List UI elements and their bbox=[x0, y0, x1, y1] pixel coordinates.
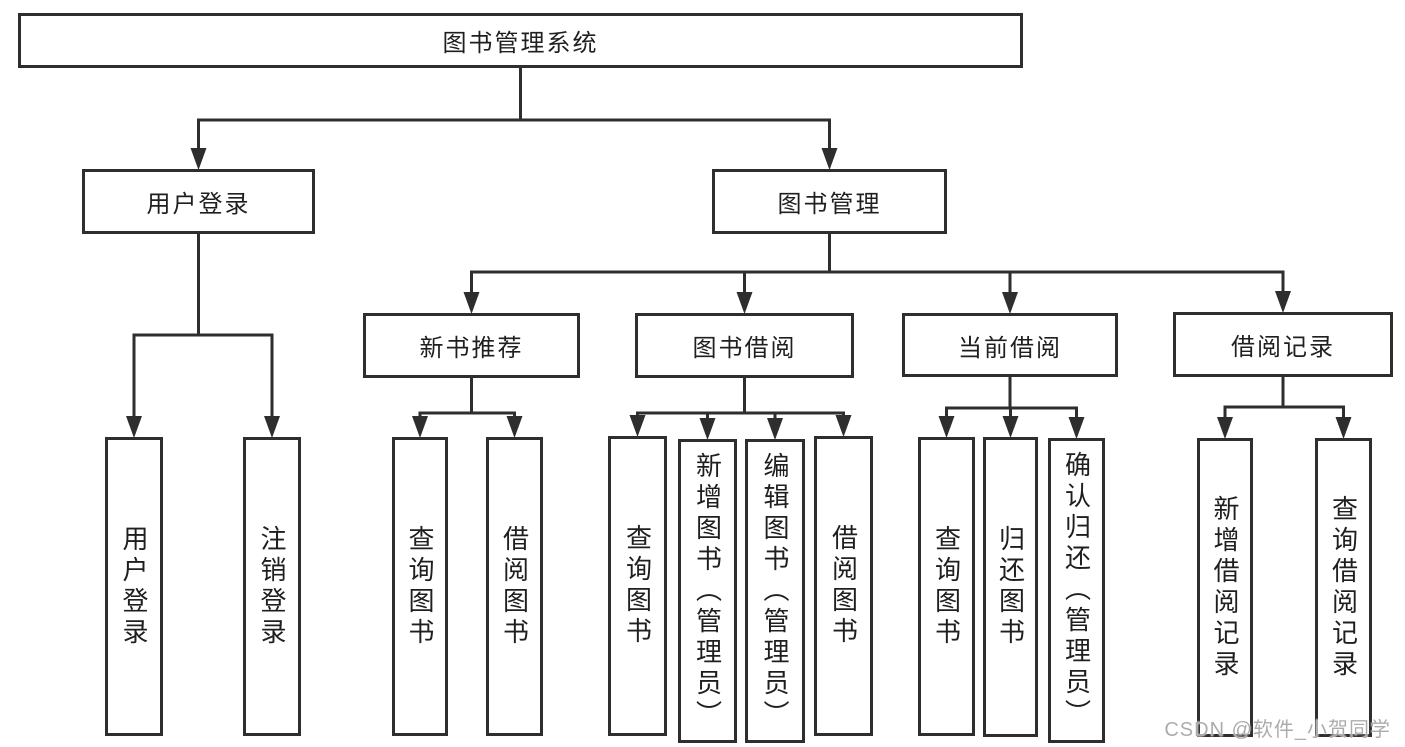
arrowhead-icon bbox=[190, 148, 207, 170]
arrowhead-icon bbox=[736, 292, 753, 314]
node-label-root: 图书管理系统 bbox=[442, 30, 599, 57]
node-label-current-borrow: 当前借阅 bbox=[958, 334, 1062, 362]
node-user-login: 用户登录 bbox=[82, 169, 315, 234]
arrowhead-icon bbox=[938, 416, 955, 438]
arrowhead-icon bbox=[506, 416, 523, 438]
arrowhead-icon bbox=[629, 415, 646, 437]
node-leaf-confirm-return: 确认归还（管理员） bbox=[1048, 438, 1105, 743]
node-leaf-return-book: 归还图书 bbox=[983, 437, 1038, 737]
node-leaf-query-book-1: 查询图书 bbox=[392, 437, 448, 736]
arrowhead-icon bbox=[463, 292, 480, 314]
node-leaf-user-login: 用户登录 bbox=[105, 437, 163, 736]
csdn-watermark: CSDN @软件_小贺同学 bbox=[1164, 719, 1391, 741]
node-borrow-records: 借阅记录 bbox=[1173, 312, 1393, 377]
node-label-leaf-borrow-book-1: 借阅图书 bbox=[499, 524, 530, 649]
node-label-leaf-return-book: 归还图书 bbox=[995, 525, 1026, 649]
arrowhead-icon bbox=[835, 415, 852, 437]
node-label-book-borrow: 图书借阅 bbox=[692, 335, 797, 362]
arrowhead-icon bbox=[1217, 417, 1233, 439]
node-label-leaf-logout: 注销登录 bbox=[257, 524, 287, 649]
node-new-book-rec: 新书推荐 bbox=[363, 313, 580, 378]
arrowhead-icon bbox=[412, 416, 428, 438]
node-label-leaf-add-record: 新增借阅记录 bbox=[1210, 494, 1240, 681]
node-label-leaf-query-book-3: 查询图书 bbox=[931, 524, 962, 649]
node-label-book-mgmt: 图书管理 bbox=[777, 191, 882, 218]
node-label-user-login: 用户登录 bbox=[146, 191, 251, 218]
node-label-new-book-rec: 新书推荐 bbox=[419, 335, 524, 362]
node-leaf-borrow-book-1: 借阅图书 bbox=[486, 437, 543, 736]
node-book-borrow: 图书借阅 bbox=[635, 313, 854, 378]
arrowhead-icon bbox=[1335, 417, 1352, 439]
arrowhead-icon bbox=[1002, 416, 1019, 438]
node-label-leaf-add-book: 新增图书（管理员） bbox=[692, 451, 723, 731]
node-leaf-edit-book: 编辑图书（管理员） bbox=[745, 439, 805, 743]
node-label-leaf-edit-book: 编辑图书（管理员） bbox=[760, 451, 790, 731]
arrowhead-icon bbox=[1275, 291, 1291, 313]
arrowhead-icon bbox=[821, 148, 838, 170]
node-root: 图书管理系统 bbox=[18, 13, 1023, 68]
node-label-leaf-borrow-book-2: 借阅图书 bbox=[828, 524, 859, 648]
node-label-leaf-query-book-2: 查询图书 bbox=[622, 524, 653, 648]
arrowhead-icon bbox=[699, 418, 716, 440]
node-leaf-query-book-2: 查询图书 bbox=[608, 436, 667, 736]
node-book-mgmt: 图书管理 bbox=[712, 169, 947, 234]
arrowhead-icon bbox=[767, 418, 783, 440]
node-leaf-borrow-book-2: 借阅图书 bbox=[814, 436, 873, 736]
arrowhead-icon bbox=[1002, 292, 1018, 314]
node-label-borrow-records: 借阅记录 bbox=[1231, 334, 1335, 361]
arrowhead-icon bbox=[264, 416, 280, 438]
node-leaf-query-book-3: 查询图书 bbox=[918, 437, 975, 736]
node-label-leaf-user-login: 用户登录 bbox=[119, 524, 149, 649]
arrowhead-icon bbox=[126, 416, 142, 438]
node-label-leaf-confirm-return: 确认归还（管理员） bbox=[1061, 451, 1092, 730]
arrowhead-icon bbox=[1068, 417, 1085, 439]
node-label-leaf-query-record: 查询借阅记录 bbox=[1328, 494, 1359, 681]
node-label-leaf-query-book-1: 查询图书 bbox=[405, 524, 435, 649]
node-leaf-logout: 注销登录 bbox=[243, 437, 301, 736]
node-leaf-query-record: 查询借阅记录 bbox=[1315, 438, 1372, 737]
node-leaf-add-book: 新增图书（管理员） bbox=[678, 439, 737, 743]
node-current-borrow: 当前借阅 bbox=[902, 313, 1118, 377]
node-leaf-add-record: 新增借阅记录 bbox=[1197, 438, 1253, 737]
